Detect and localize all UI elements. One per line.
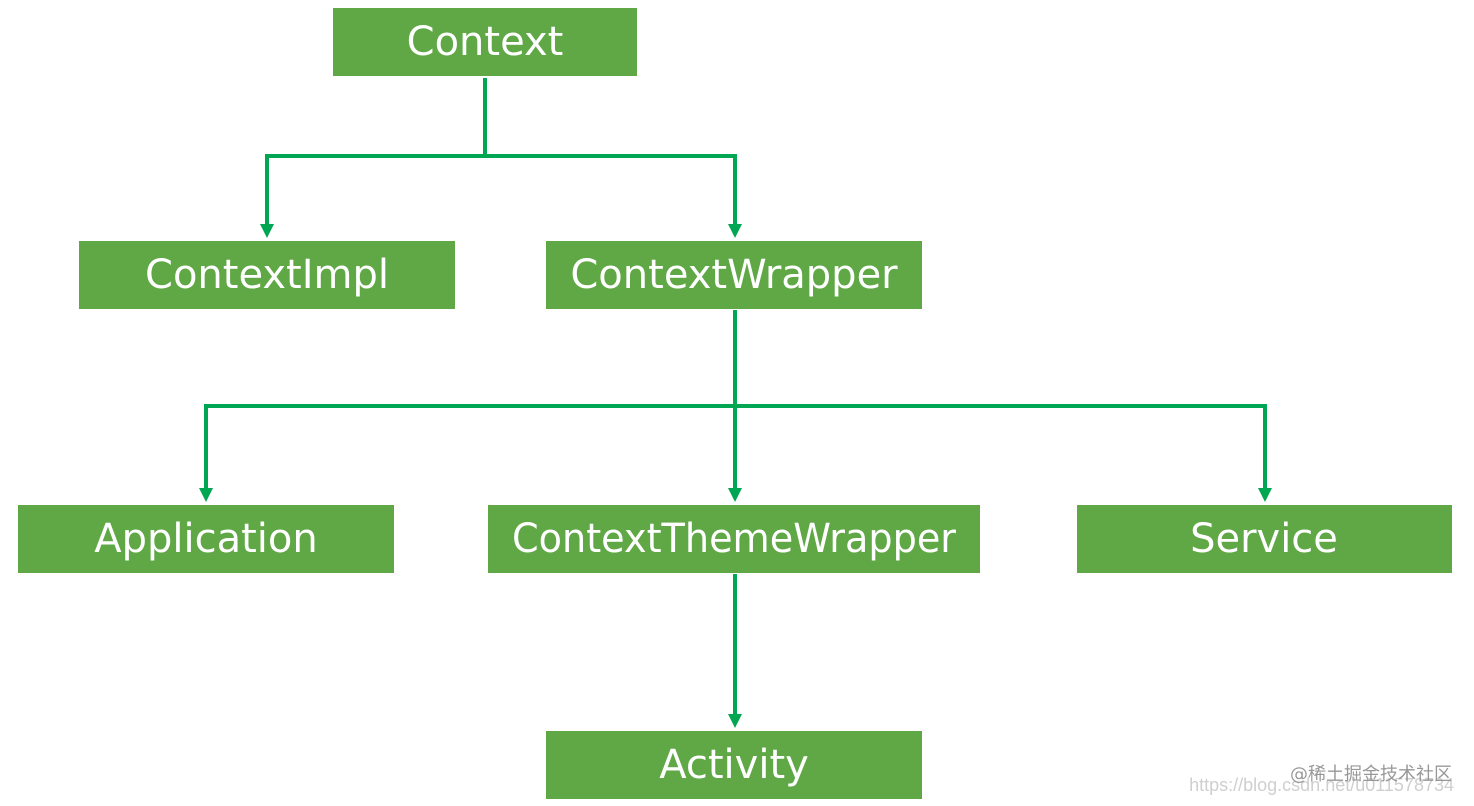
edge-context-to-contextwrapper [485,154,737,226]
node-context-label: Context [407,19,564,65]
connectors-level-1 [260,78,742,238]
node-application-label: Application [94,516,318,562]
node-context: Context [333,8,637,76]
watermark-text: @稀土掘金技术社区 [1290,764,1452,785]
node-contextimpl-box [79,241,455,309]
node-contextwrapper-box [546,241,922,309]
node-contextthemewrapper-label: ContextThemeWrapper [512,516,957,562]
node-contextwrapper: ContextWrapper [546,241,922,309]
node-contextthemewrapper: ContextThemeWrapper [488,505,980,573]
connectors-level-2 [199,310,1272,502]
edge-contextwrapper-to-application [204,404,735,490]
arrowhead-contextthemewrapper [728,488,742,502]
node-service-box [1077,505,1452,573]
node-activity-label: Activity [659,742,809,788]
watermark-url: https://blog.csdn.net/u011578734 [1189,775,1454,795]
node-contextthemewrapper-box [488,505,980,573]
node-context-box [333,8,637,76]
arrowhead-service [1258,488,1272,502]
arrowhead-contextimpl [260,224,274,238]
arrowhead-activity [728,714,742,728]
node-application-box [18,505,394,573]
node-activity-box [546,731,922,799]
node-service: Service [1077,505,1452,573]
arrowhead-application [199,488,213,502]
node-contextimpl-label: ContextImpl [145,252,389,298]
arrowhead-contextwrapper [728,224,742,238]
node-application: Application [18,505,394,573]
node-contextwrapper-label: ContextWrapper [570,252,898,298]
node-activity: Activity [546,731,922,799]
edge-context-to-contextimpl [265,78,487,226]
node-contextimpl: ContextImpl [79,241,455,309]
connectors-level-3 [728,574,742,728]
edge-contextwrapper-to-service [735,404,1267,490]
node-service-label: Service [1190,516,1338,562]
